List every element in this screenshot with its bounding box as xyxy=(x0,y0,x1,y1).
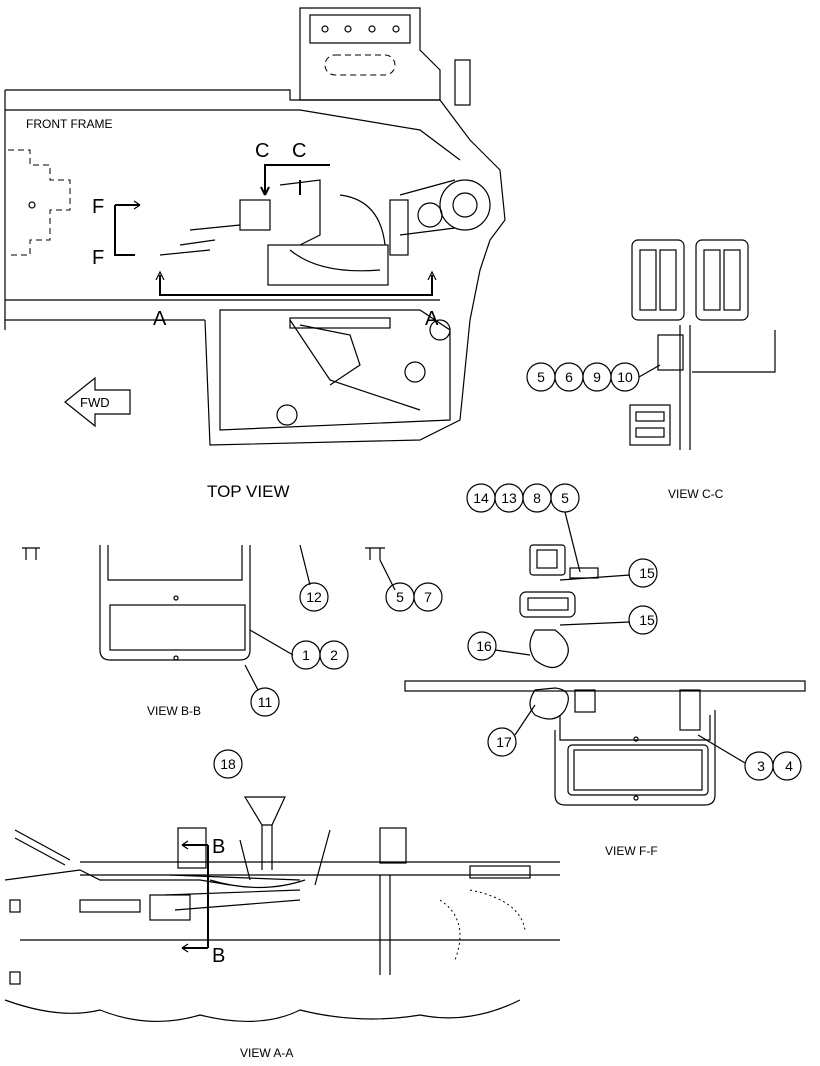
section-c-right: C xyxy=(292,140,306,162)
callout-bb-2: 2 xyxy=(330,647,338,663)
callout-bb-12: 12 xyxy=(306,589,322,605)
view-ff-callouts-top xyxy=(466,483,581,573)
section-a-left: A xyxy=(153,308,167,330)
fwd-label: FWD xyxy=(80,395,110,410)
view-aa-drawing xyxy=(4,749,560,1023)
callout-bb-7: 7 xyxy=(424,589,432,605)
callout-ff-8: 8 xyxy=(533,490,541,506)
callout-ff-15a: 15 xyxy=(639,565,655,581)
callout-bb-1: 1 xyxy=(302,647,310,663)
callout-cc-6: 6 xyxy=(565,369,573,385)
callout-cc-9: 9 xyxy=(593,369,601,385)
section-c-left: C xyxy=(255,140,269,162)
callout-aa-18: 18 xyxy=(220,756,236,772)
view-bb-drawing xyxy=(22,544,396,661)
section-b-top: B xyxy=(212,836,225,858)
view-ff-callouts xyxy=(467,558,802,781)
section-b-bottom: B xyxy=(212,945,225,967)
callout-cc-5: 5 xyxy=(537,369,545,385)
section-f-bottom: F xyxy=(92,247,104,269)
callout-bb-5: 5 xyxy=(396,589,404,605)
callout-cc-10: 10 xyxy=(617,369,633,385)
callout-ff-17: 17 xyxy=(496,734,512,750)
callout-bb-11: 11 xyxy=(258,694,273,710)
view-cc-drawing xyxy=(629,239,776,450)
callout-ff-14: 14 xyxy=(473,490,489,506)
callout-ff-4: 4 xyxy=(785,758,793,774)
view-aa-title: VIEW A-A xyxy=(240,1046,293,1060)
section-a-right: A xyxy=(425,308,439,330)
top-view-drawing xyxy=(4,7,506,446)
front-frame-label: FRONT FRAME xyxy=(26,117,112,131)
view-cc-title: VIEW C-C xyxy=(668,487,724,501)
callout-ff-13: 13 xyxy=(501,490,517,506)
callout-ff-5: 5 xyxy=(561,490,569,506)
callout-ff-3: 3 xyxy=(757,758,765,774)
view-ff-title: VIEW F-F xyxy=(605,844,658,858)
view-ff-drawing xyxy=(404,544,806,806)
view-cc-callouts xyxy=(526,362,661,392)
view-bb-title: VIEW B-B xyxy=(147,704,201,718)
callout-ff-15b: 15 xyxy=(639,612,655,628)
section-f-top: F xyxy=(92,196,104,218)
callout-ff-16: 16 xyxy=(476,638,492,654)
top-view-title: TOP VIEW xyxy=(207,482,290,501)
view-bb-callouts xyxy=(244,582,443,717)
